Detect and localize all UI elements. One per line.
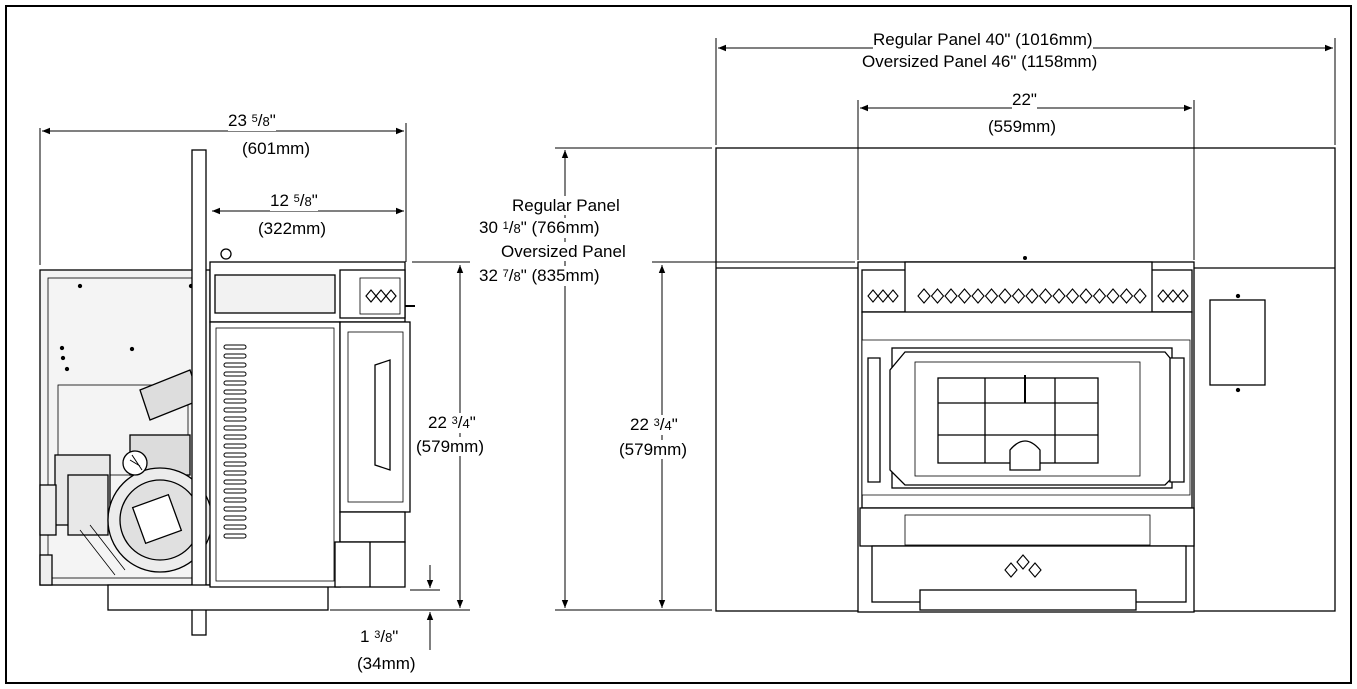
band-diamond [1025, 288, 1039, 304]
band-diamond [957, 288, 972, 304]
insert-depth-label: 12 5/8" [270, 191, 318, 211]
panel-height-oversized-value: 32 7/8" (835mm) [479, 266, 600, 286]
band-diamond [984, 288, 999, 304]
vent-slot [223, 407, 247, 413]
vent-slot [223, 362, 247, 368]
vent-slot [223, 443, 247, 449]
band-diamond [1038, 288, 1053, 304]
diamond-ornament [365, 289, 397, 303]
band-diamond [1092, 288, 1107, 304]
vent-slot [223, 479, 247, 485]
base-height-label: 1 3/8" [360, 627, 399, 647]
band-diamond [917, 288, 931, 304]
insert-width-label: 22" [1012, 90, 1037, 109]
front-view [715, 147, 1336, 613]
band-diamond [1065, 288, 1080, 304]
band-diamond [971, 288, 985, 304]
side-height-mm: (579mm) [416, 437, 485, 456]
band-diamond [998, 288, 1012, 304]
band-diamond [1052, 288, 1066, 304]
front-ornament [867, 288, 1189, 578]
band-diamond [1079, 288, 1093, 304]
vent-slot [223, 452, 247, 458]
vent-slot [223, 515, 247, 521]
vent-slot [223, 425, 247, 431]
side-dimension-lines [39, 123, 470, 650]
insert-depth-mm: (322mm) [258, 219, 327, 238]
band-diamond [1119, 288, 1134, 304]
vent-slot [223, 371, 247, 377]
band-diamond [1106, 288, 1120, 304]
vent-slot [223, 524, 247, 530]
vent-slot [223, 488, 247, 494]
front-height-mm: (579mm) [619, 440, 688, 459]
vent-slot [223, 533, 247, 539]
front-height-label: 22 3/4" [630, 415, 678, 435]
side-vents [223, 344, 247, 539]
overall-depth-label: 23 5/8" [228, 111, 276, 131]
vent-slot [223, 416, 247, 422]
vent-slot [223, 380, 247, 386]
band-diamond [930, 288, 945, 304]
vent-slot [223, 470, 247, 476]
band-diamond [944, 288, 958, 304]
panel-height-regular-value: 30 1/8" (766mm) [479, 218, 600, 238]
panel-width-regular: Regular Panel 40" (1016mm) [873, 30, 1093, 49]
vent-slot [223, 398, 247, 404]
drawing-border [5, 5, 1352, 684]
top-knob [1023, 256, 1027, 260]
side-height-label: 22 3/4" [428, 413, 476, 433]
insert-width-mm: (559mm) [988, 117, 1057, 136]
vent-slot [223, 461, 247, 467]
vent-slot [223, 389, 247, 395]
panel-height-regular-title: Regular Panel [512, 196, 620, 215]
panel-width-oversized: Oversized Panel 46" (1158mm) [862, 52, 1098, 71]
band-diamond [1133, 288, 1147, 304]
base-height-mm: (34mm) [357, 654, 416, 673]
vent-slot [223, 434, 247, 440]
overall-depth-mm: (601mm) [242, 139, 311, 158]
vent-slot [223, 344, 247, 350]
vent-slot [223, 353, 247, 359]
vent-slot [223, 506, 247, 512]
vent-slot [223, 497, 247, 503]
band-diamond [1011, 288, 1026, 304]
panel-height-oversized-title: Oversized Panel [501, 242, 626, 261]
